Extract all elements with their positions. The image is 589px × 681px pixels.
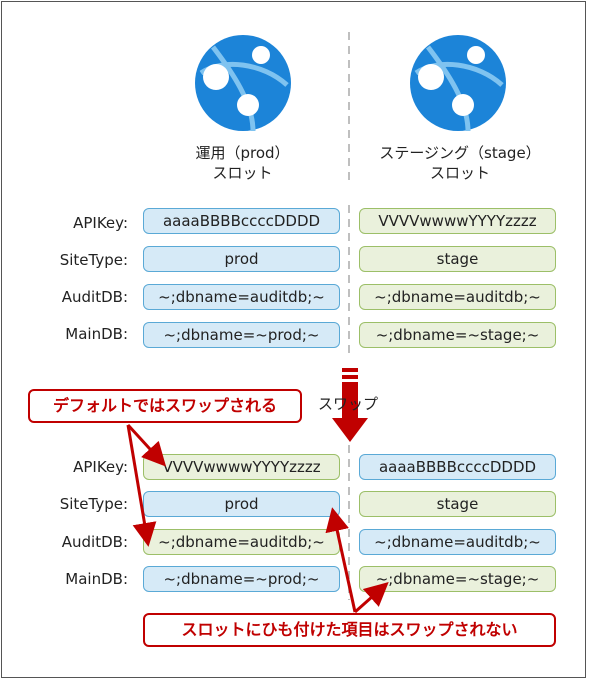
stage-slot-title-line1: ステージング（stage） [379,144,541,162]
callout-sticky: スロットにひも付けた項目はスワップされない [143,613,556,647]
app-service-icon-stage [410,35,506,132]
callout-swapped: デフォルトではスワップされる [28,389,302,423]
stage-maindb-value: ~;dbname=~stage;~ [359,322,556,348]
prod-slot-title-line1: 運用（prod） [195,144,290,162]
prod-sitetype-value: prod [143,246,340,272]
prod-apikey-value-after: VVVVwwwwYYYYzzzz [143,454,340,480]
row-label-apikey: APIKey: [73,214,128,232]
swap-arrow-icon [332,368,368,442]
stage-sitetype-value-after: stage [359,491,556,517]
stage-auditdb-value: ~;dbname=auditdb;~ [359,284,556,310]
stage-sitetype-value: stage [359,246,556,272]
prod-slot-title: 運用（prod） スロット [165,143,320,183]
prod-slot-title-line2: スロット [212,164,273,182]
stage-auditdb-value-after: ~;dbname=auditdb;~ [359,529,556,555]
row-label-maindb: MainDB: [65,325,128,343]
stage-apikey-value: VVVVwwwwYYYYzzzz [359,208,556,234]
arrow-to-auditdb [126,424,157,547]
row-label-auditdb: AuditDB: [61,288,128,306]
prod-maindb-value-after: ~;dbname=~prod;~ [143,566,340,592]
prod-apikey-value: aaaaBBBBccccDDDD [143,208,340,234]
stage-slot-title-line2: スロット [429,164,490,182]
prod-auditdb-value: ~;dbname=auditdb;~ [143,284,340,310]
row-label-apikey-after: APIKey: [73,458,128,476]
arrow-to-maindb [354,582,389,614]
row-label-sitetype: SiteType: [59,251,128,269]
prod-maindb-value: ~;dbname=~prod;~ [143,322,340,348]
arrow-to-sitetype [325,507,357,613]
app-service-icon-prod [195,35,291,132]
arrow-to-apikey [126,423,167,467]
stage-apikey-value-after: aaaaBBBBccccDDDD [359,454,556,480]
row-label-sitetype-after: SiteType: [59,495,128,513]
swap-label: スワップ [318,395,379,413]
prod-auditdb-value-after: ~;dbname=auditdb;~ [143,529,340,555]
row-label-maindb-after: MainDB: [65,570,128,588]
stage-maindb-value-after: ~;dbname=~stage;~ [359,566,556,592]
prod-sitetype-value-after: prod [143,491,340,517]
row-label-auditdb-after: AuditDB: [61,533,128,551]
stage-slot-title: ステージング（stage） スロット [360,143,560,183]
